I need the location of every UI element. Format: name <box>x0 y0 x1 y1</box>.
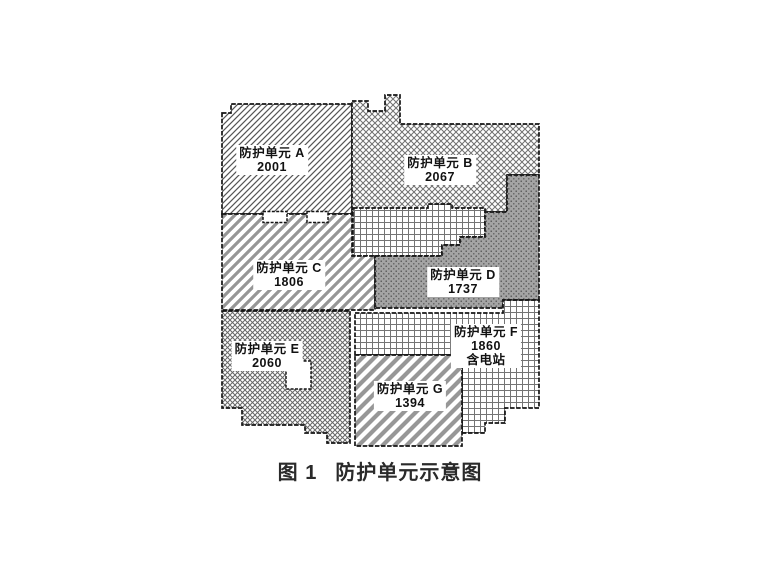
label-unit-a: 防护单元 A 2001 <box>236 145 308 175</box>
label-unit-b: 防护单元 B 2067 <box>404 155 476 185</box>
unit-d-name: 防护单元 D <box>430 268 496 282</box>
unit-e-value: 2060 <box>252 356 282 370</box>
unit-g-name: 防护单元 G <box>376 382 444 396</box>
label-unit-e: 防护单元 E 2060 <box>231 341 303 371</box>
label-unit-f: 防护单元 F 1860 含电站 <box>450 324 522 368</box>
unit-g-value: 1394 <box>395 396 425 410</box>
label-unit-d: 防护单元 D 1737 <box>427 267 499 297</box>
unit-c-value: 1806 <box>274 275 304 289</box>
label-unit-g: 防护单元 G 1394 <box>373 381 447 411</box>
caption-title: 防护单元示意图 <box>335 462 483 484</box>
label-unit-c: 防护单元 C 1806 <box>253 260 325 290</box>
unit-b-value: 2067 <box>425 170 455 184</box>
unit-f-value: 1860 <box>471 339 501 353</box>
unit-c-name: 防护单元 C <box>256 261 322 275</box>
figure-caption: 图 1 防护单元示意图 <box>0 456 760 485</box>
unit-a-name: 防护单元 A <box>239 146 305 160</box>
unit-f-name: 防护单元 F <box>453 325 519 339</box>
wall-opening-right <box>306 210 329 224</box>
unit-a-value: 2001 <box>257 160 287 174</box>
wall-opening-left <box>262 210 288 224</box>
caption-figure-number: 图 1 <box>277 462 318 484</box>
unit-d-value: 1737 <box>448 282 478 296</box>
unit-f-note: 含电站 <box>466 353 506 367</box>
unit-e-name: 防护单元 E <box>234 342 300 356</box>
unit-b-name: 防护单元 B <box>407 156 473 170</box>
